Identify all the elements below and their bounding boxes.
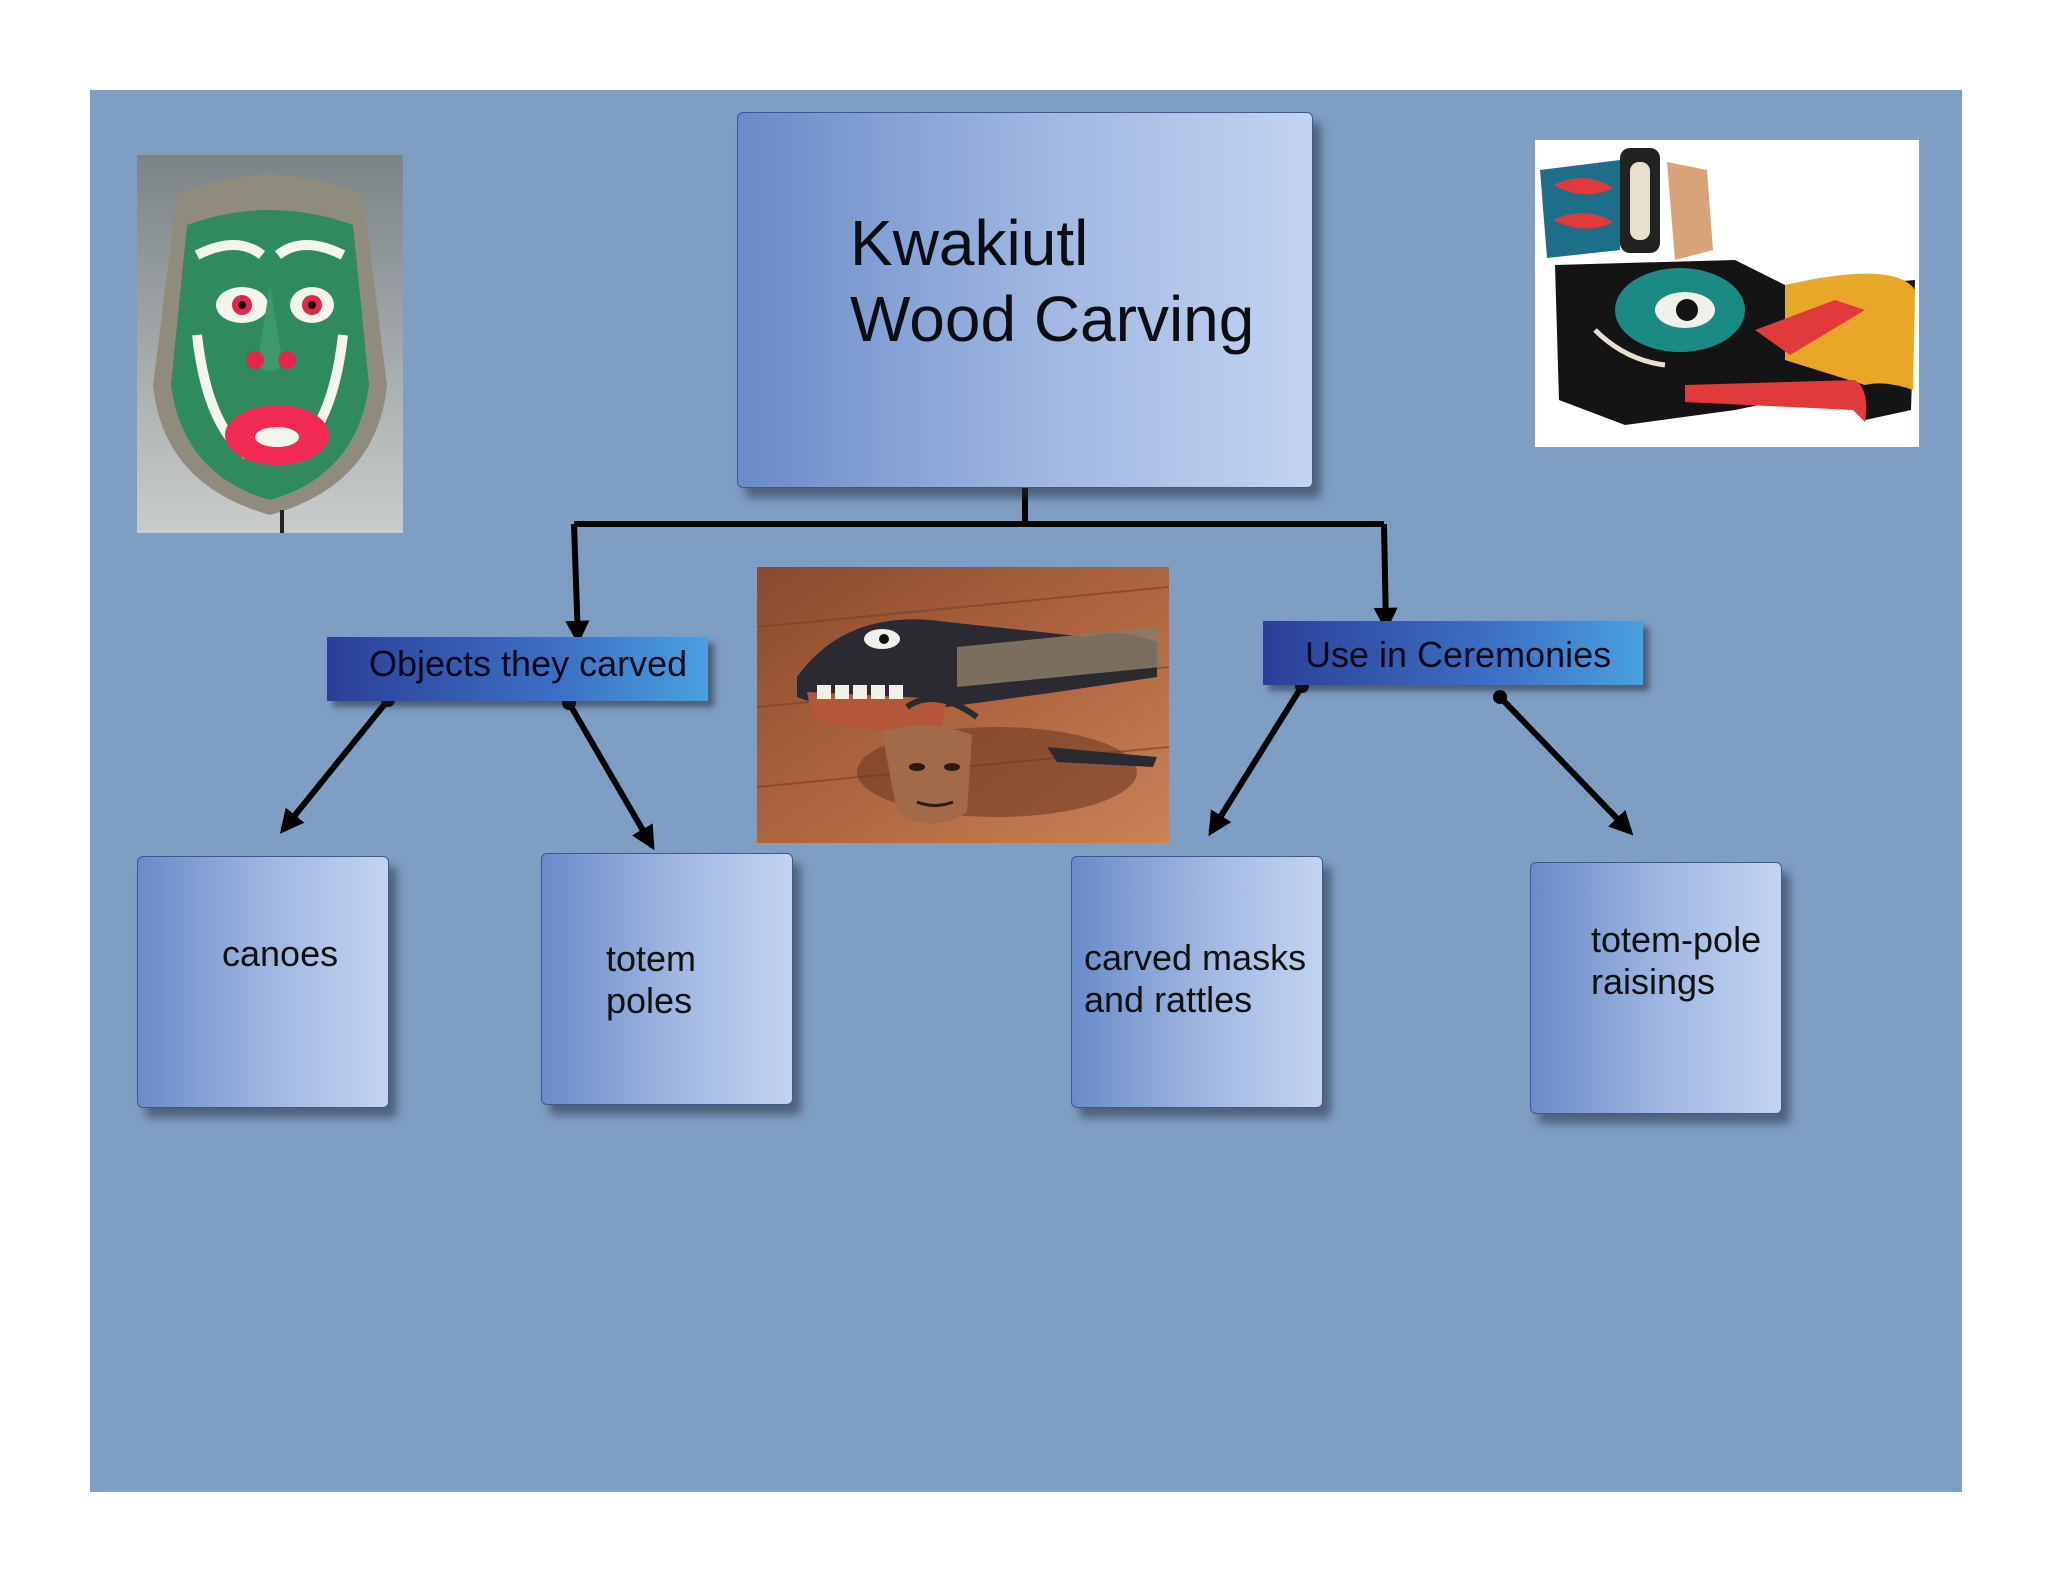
leaf-totem-poles: totem poles (541, 853, 793, 1105)
category-ceremonies: Use in Ceremonies (1263, 621, 1643, 685)
carved-green-mask-image (137, 155, 403, 533)
diagram-title: Kwakiutl Wood Carving (850, 207, 1255, 355)
thunderbird-mask-image (1535, 140, 1919, 447)
leaf-pole-raisings: totem-pole raisings (1530, 862, 1782, 1114)
leaf-masks-rattles: carved masks and rattles (1071, 856, 1323, 1108)
orca-carving-image (757, 567, 1169, 843)
leaf-canoes: canoes (137, 856, 389, 1108)
category-objects-carved: Objects they carved (327, 637, 708, 701)
title-box: Kwakiutl Wood Carving (737, 112, 1313, 488)
